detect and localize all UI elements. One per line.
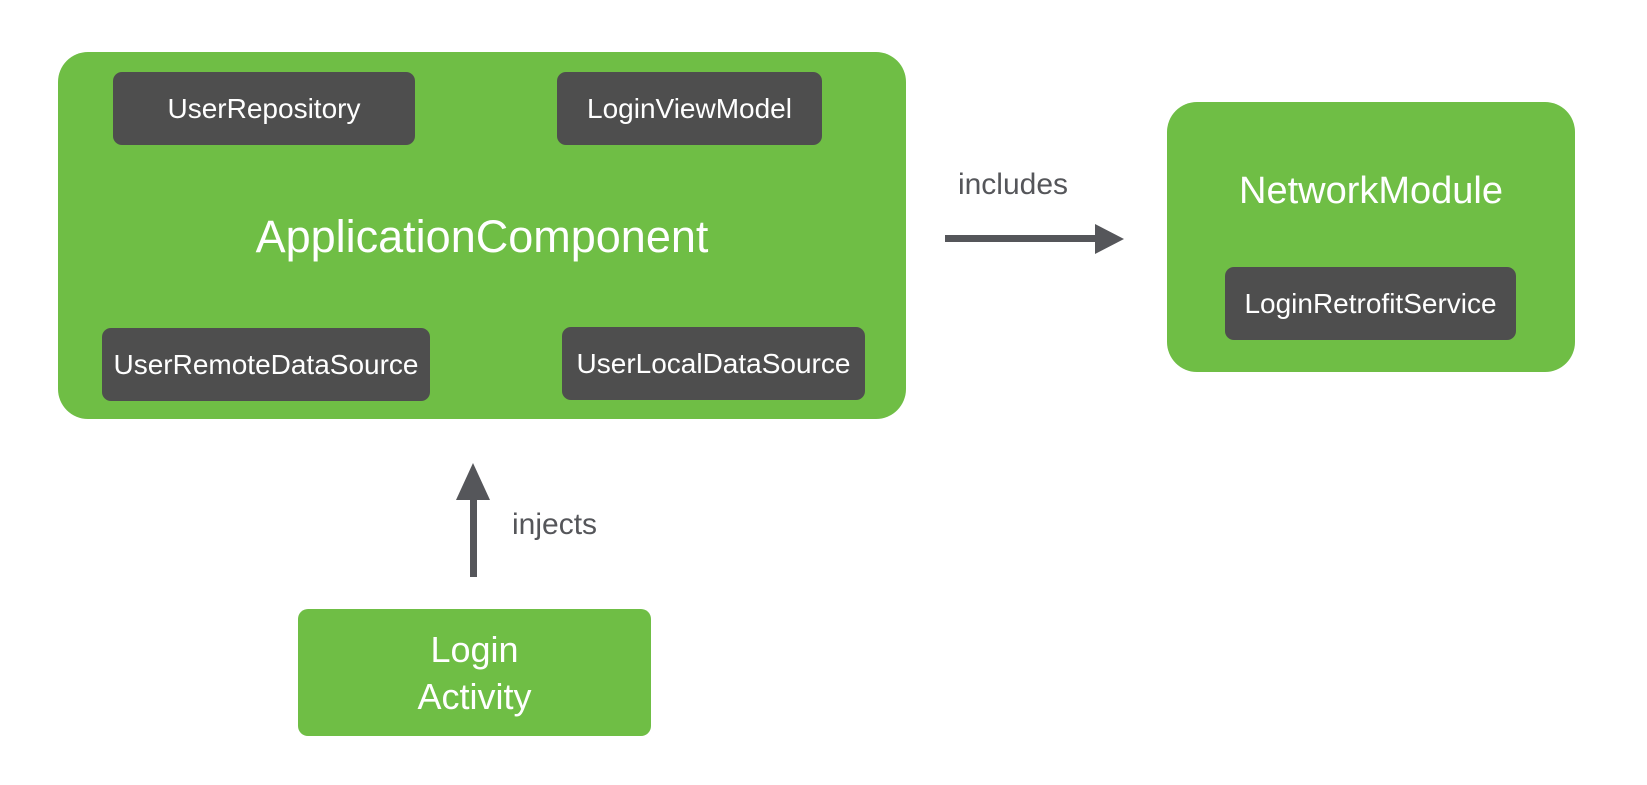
user-remote-data-source-node: UserRemoteDataSource [102,328,430,401]
network-module-node: NetworkModule LoginRetrofitService [1167,102,1575,372]
login-viewmodel-label: LoginViewModel [587,92,792,124]
injects-arrow-line [470,498,477,577]
login-activity-label-line2: Activity [417,675,532,717]
user-repository-label: UserRepository [167,92,361,124]
network-module-title: NetworkModule [1239,170,1503,212]
includes-arrowhead-icon [1095,224,1124,254]
injects-arrowhead-icon [456,463,490,500]
login-retrofit-service-label: LoginRetrofitService [1244,287,1497,319]
login-retrofit-service-node: LoginRetrofitService [1225,267,1516,340]
includes-arrow-line [945,235,1097,242]
user-repository-node: UserRepository [113,72,415,145]
login-activity-label-line1: Login [430,628,519,670]
includes-edge-label: includes [957,168,1069,201]
user-local-data-source-label: UserLocalDataSource [576,347,851,379]
user-remote-data-source-label: UserRemoteDataSource [113,348,419,380]
application-component-title: ApplicationComponent [255,211,709,262]
injects-edge-label: injects [512,508,598,541]
login-activity-node: Login Activity [298,609,651,736]
login-viewmodel-node: LoginViewModel [557,72,822,145]
application-component-node: UserRepository LoginViewModel Applicatio… [58,52,906,419]
user-local-data-source-node: UserLocalDataSource [562,327,865,400]
